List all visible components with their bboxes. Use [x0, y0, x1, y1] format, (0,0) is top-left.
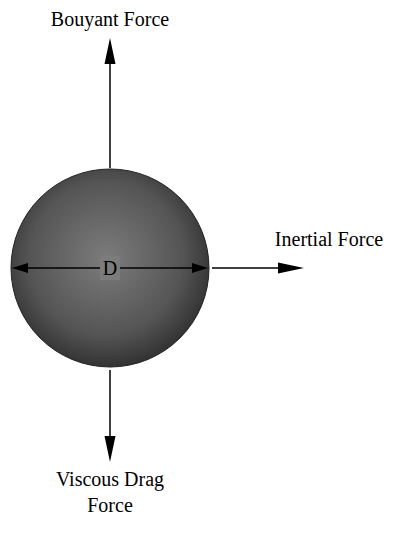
drag-arrow — [105, 370, 116, 462]
inertial-arrow — [212, 263, 304, 274]
arrow-shaft — [212, 267, 282, 269]
force-label: Bouyant Force — [20, 6, 200, 32]
sphere-body — [11, 169, 209, 367]
arrow-head — [105, 436, 116, 462]
arrow-head — [12, 263, 28, 273]
force-label: Inertial Force — [264, 226, 394, 252]
dimension-label: D — [100, 256, 120, 280]
arrow-head — [105, 38, 116, 64]
arrow-shaft — [109, 370, 111, 440]
force-label: Viscous Drag Force — [45, 466, 175, 518]
buoyant-arrow — [105, 38, 116, 168]
sphere: D — [10, 168, 210, 368]
arrow-shaft — [109, 60, 111, 168]
arrow-head — [278, 263, 304, 274]
arrow-head — [192, 263, 208, 273]
